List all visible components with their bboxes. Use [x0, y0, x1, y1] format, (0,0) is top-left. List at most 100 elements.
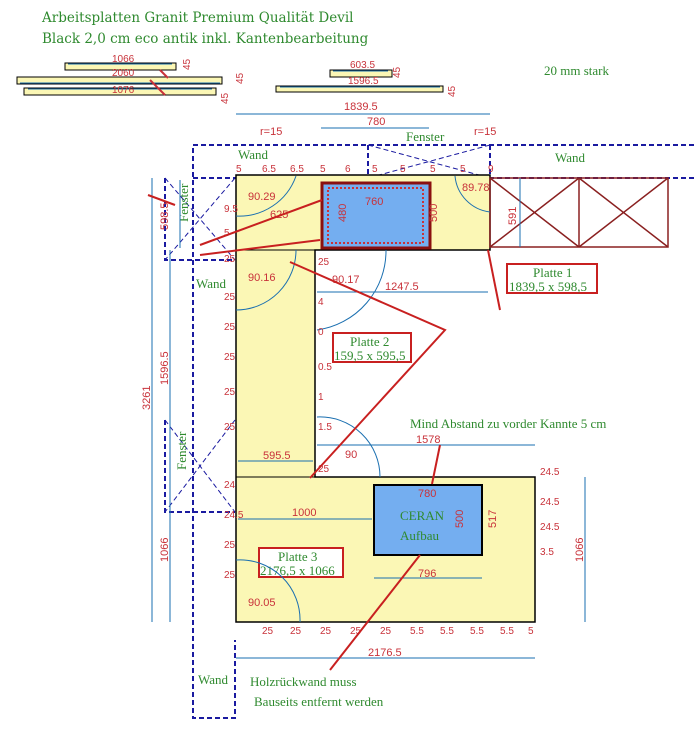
edge-mark: 5.5 — [500, 626, 514, 637]
dimension-label: 1066 — [574, 538, 586, 562]
title-line-2: Black 2,0 cm eco antik inkl. Kantenbearb… — [42, 31, 369, 47]
dimension-label: r=15 — [260, 126, 282, 138]
edge-mark: 25 — [350, 626, 362, 637]
strip-length: 1066 — [112, 54, 135, 65]
edge-mark: 25 — [320, 626, 332, 637]
edge-mark: 25 — [224, 292, 236, 303]
sink-cutout — [320, 181, 432, 250]
strip-length: 1596.5 — [348, 76, 379, 87]
edge-mark: 24.5 — [224, 510, 244, 521]
fenster-label: Fenster — [174, 431, 189, 470]
edge-mark: 25 — [224, 540, 236, 551]
dimension-label: 591 — [507, 207, 519, 225]
dimension-label: 517 — [487, 510, 499, 528]
dimension-label: 90.16 — [248, 272, 276, 284]
wand-label: Wand — [198, 672, 228, 687]
edge-mark: 25 — [224, 254, 236, 265]
edge-mark: 25 — [380, 626, 392, 637]
dimension-label: 780 — [418, 488, 436, 500]
edge-mark: 6 — [345, 164, 351, 175]
fenster-label: Fenster — [406, 129, 445, 144]
dimension-label: 1578 — [416, 434, 440, 446]
wood-wall-note-2: Bauseits entfernt werden — [254, 694, 384, 709]
edge-mark: 24.5 — [540, 497, 560, 508]
edge-mark: 1 — [318, 392, 324, 403]
edge-mark: 5.5 — [470, 626, 484, 637]
edge-mark: 24 — [224, 480, 236, 491]
dimension-label: 1247.5 — [385, 281, 419, 293]
edge-mark: 25 — [224, 422, 236, 433]
dimension-label: 480 — [337, 204, 349, 222]
dimension-lines — [151, 113, 586, 659]
edge-mark: 25 — [290, 626, 302, 637]
dimension-label: 598.5 — [159, 202, 171, 230]
edge-mark: 25 — [224, 570, 236, 581]
dimension-label: 1839.5 — [344, 101, 378, 113]
plate-3-label: Platte 3 2176,5 x 1066 — [258, 547, 344, 578]
dimension-label: 760 — [365, 196, 383, 208]
edge-mark: 4 — [318, 297, 324, 308]
plate-1-label: Platte 1 1839,5 x 598,5 — [506, 263, 598, 294]
edge-mark: 5 — [320, 164, 326, 175]
dimension-label: 2176.5 — [368, 647, 402, 659]
edge-mark: 6.5 — [290, 164, 304, 175]
strip-height: 45 — [220, 92, 231, 104]
plate-2-label: Platte 2 159,5 x 595,5 — [332, 332, 412, 363]
edge-mark: 5.5 — [440, 626, 454, 637]
edge-strips-right: 603.5 1596.5 45 45 20 mm stark — [275, 60, 609, 97]
edge-mark: 1.5 — [318, 422, 332, 433]
dimension-label: Platte 2 — [350, 334, 389, 349]
dimension-label: 90.05 — [248, 597, 276, 609]
edge-mark: 3.5 — [540, 547, 554, 558]
dimension-label: 3261 — [141, 386, 153, 410]
ceran-label-2: Aufbau — [400, 528, 439, 543]
edge-mark: 6.5 — [262, 164, 276, 175]
title-line-1: Arbeitsplatten Granit Premium Qualität D… — [41, 10, 354, 26]
edge-mark: 5 — [372, 164, 378, 175]
strip-height: 45 — [182, 58, 193, 70]
tall-cabinets — [489, 177, 669, 248]
dimension-label: 595.5 — [263, 450, 291, 462]
dimension-label: 1839,5 x 598,5 — [509, 279, 587, 294]
dimension-label: 89.78 — [462, 182, 490, 194]
wood-wall-note-1: Holzrückwand muss — [250, 674, 357, 689]
edge-mark: 25 — [224, 352, 236, 363]
dimension-label: 90.17 — [332, 274, 360, 286]
dimension-label: 796 — [418, 568, 436, 580]
strip-height: 45 — [447, 85, 458, 97]
edge-mark: 0 — [318, 327, 324, 338]
thickness-note: 20 mm stark — [544, 63, 609, 78]
strip-height: 45 — [392, 66, 403, 78]
dimension-label: Platte 1 — [533, 265, 572, 280]
wand-label: Wand — [238, 147, 268, 162]
dimension-label: 90.29 — [248, 191, 276, 203]
strip-length: 2060 — [112, 68, 135, 79]
dimension-label: 90 — [345, 449, 357, 461]
edge-mark: 25 — [318, 464, 330, 475]
edge-mark: 25 — [318, 257, 330, 268]
wand-label: Wand — [555, 150, 585, 165]
min-distance-note: Mind Abstand zu vorder Kannte 5 cm — [410, 416, 606, 431]
edge-mark: 9 — [488, 164, 494, 175]
edge-mark: 25 — [224, 387, 236, 398]
edge-strips-left: 1066 2060 1076 45 45 45 — [16, 54, 246, 104]
edge-mark: 5 — [236, 164, 242, 175]
ceran-label: CERAN — [400, 508, 445, 523]
fenster-label: Fenster — [176, 183, 191, 222]
dimension-label: 2176,5 x 1066 — [260, 563, 335, 578]
dimension-label: 159,5 x 595,5 — [334, 348, 406, 363]
strip-length: 1076 — [112, 85, 135, 96]
strip-length: 603.5 — [350, 60, 375, 71]
dimension-texts: 1839.5 780 r=15 r=15 760 480 500 625 90.… — [141, 101, 586, 659]
edge-mark: 5 — [430, 164, 436, 175]
edge-mark: 5 — [528, 626, 534, 637]
dimension-label: 500 — [428, 204, 440, 222]
edge-mark: 9.5 — [224, 204, 238, 215]
edge-mark: 0.5 — [318, 362, 332, 373]
edge-mark: 24.5 — [540, 467, 560, 478]
edge-mark: 25 — [262, 626, 274, 637]
dimension-label: 500 — [454, 510, 466, 528]
dimension-label: 1066 — [159, 538, 171, 562]
annotation-arrows — [147, 194, 501, 671]
